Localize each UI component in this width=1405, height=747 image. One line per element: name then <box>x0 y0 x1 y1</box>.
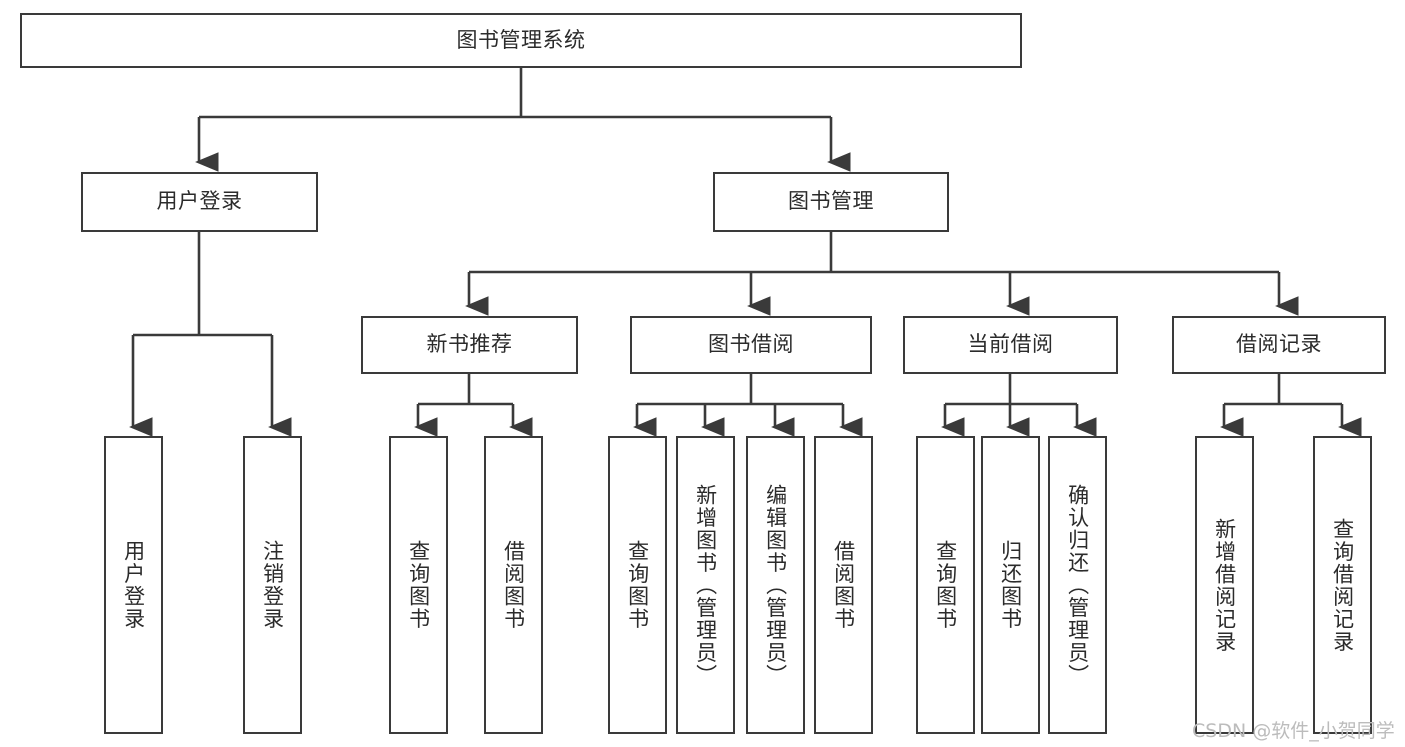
leaf-query-book-recommend[interactable]: 查询图书 <box>389 436 448 734</box>
leaf-user-login[interactable]: 用户登录 <box>104 436 163 734</box>
leaf-query-book-recommend-label: 查询图书 <box>406 540 431 630</box>
leaf-logout-label: 注销登录 <box>260 540 285 630</box>
leaf-add-book-admin-label: 新增图书（管理员） <box>693 483 718 687</box>
connectors-book-mgmt <box>465 232 1299 316</box>
connectors-root <box>195 68 851 172</box>
node-new-book-recommend[interactable]: 新书推荐 <box>361 316 578 374</box>
leaf-confirm-return-admin[interactable]: 确认归还（管理员） <box>1048 436 1107 734</box>
node-user-login-label: 用户登录 <box>156 189 243 214</box>
leaf-confirm-return-admin-label: 确认归还（管理员） <box>1065 483 1090 687</box>
leaf-query-borrow-record-label: 查询借阅记录 <box>1330 517 1355 653</box>
leaf-edit-book-admin-label: 编辑图书（管理员） <box>763 483 788 687</box>
leaf-query-book-current[interactable]: 查询图书 <box>916 436 975 734</box>
leaf-return-book[interactable]: 归还图书 <box>981 436 1040 734</box>
node-book-management-label: 图书管理 <box>788 189 874 214</box>
leaf-logout[interactable]: 注销登录 <box>243 436 302 734</box>
node-current-borrow-label: 当前借阅 <box>967 332 1054 357</box>
connectors-user-login <box>129 232 292 437</box>
leaf-query-book-label: 查询图书 <box>625 540 650 630</box>
leaf-edit-book-admin[interactable]: 编辑图书（管理员） <box>746 436 805 734</box>
leaf-borrow-book-recommend-label: 借阅图书 <box>501 540 526 630</box>
leaf-borrow-book-recommend[interactable]: 借阅图书 <box>484 436 543 734</box>
leaf-query-borrow-record[interactable]: 查询借阅记录 <box>1313 436 1372 734</box>
node-borrow-record[interactable]: 借阅记录 <box>1172 316 1386 374</box>
connectors-current-borrow <box>941 374 1097 437</box>
leaf-add-borrow-record[interactable]: 新增借阅记录 <box>1195 436 1254 734</box>
leaf-add-borrow-record-label: 新增借阅记录 <box>1212 517 1237 653</box>
leaf-query-book-current-label: 查询图书 <box>933 540 958 630</box>
node-borrow-record-label: 借阅记录 <box>1236 332 1322 357</box>
leaf-return-book-label: 归还图书 <box>998 540 1023 630</box>
connectors-borrow-book <box>633 374 863 437</box>
node-book-borrow[interactable]: 图书借阅 <box>630 316 872 374</box>
leaf-query-book[interactable]: 查询图书 <box>608 436 667 734</box>
node-book-borrow-label: 图书借阅 <box>708 332 794 357</box>
connectors-borrow-record <box>1220 374 1362 437</box>
leaf-borrow-book-label: 借阅图书 <box>831 540 856 630</box>
leaf-user-login-label: 用户登录 <box>121 540 146 630</box>
connectors-new-book <box>414 374 533 437</box>
leaf-add-book-admin[interactable]: 新增图书（管理员） <box>676 436 735 734</box>
node-root[interactable]: 图书管理系统 <box>20 13 1022 68</box>
leaf-borrow-book[interactable]: 借阅图书 <box>814 436 873 734</box>
node-root-label: 图书管理系统 <box>456 27 586 52</box>
node-current-borrow[interactable]: 当前借阅 <box>903 316 1118 374</box>
node-user-login[interactable]: 用户登录 <box>81 172 318 232</box>
node-new-book-recommend-label: 新书推荐 <box>426 332 513 357</box>
node-book-management[interactable]: 图书管理 <box>713 172 949 232</box>
